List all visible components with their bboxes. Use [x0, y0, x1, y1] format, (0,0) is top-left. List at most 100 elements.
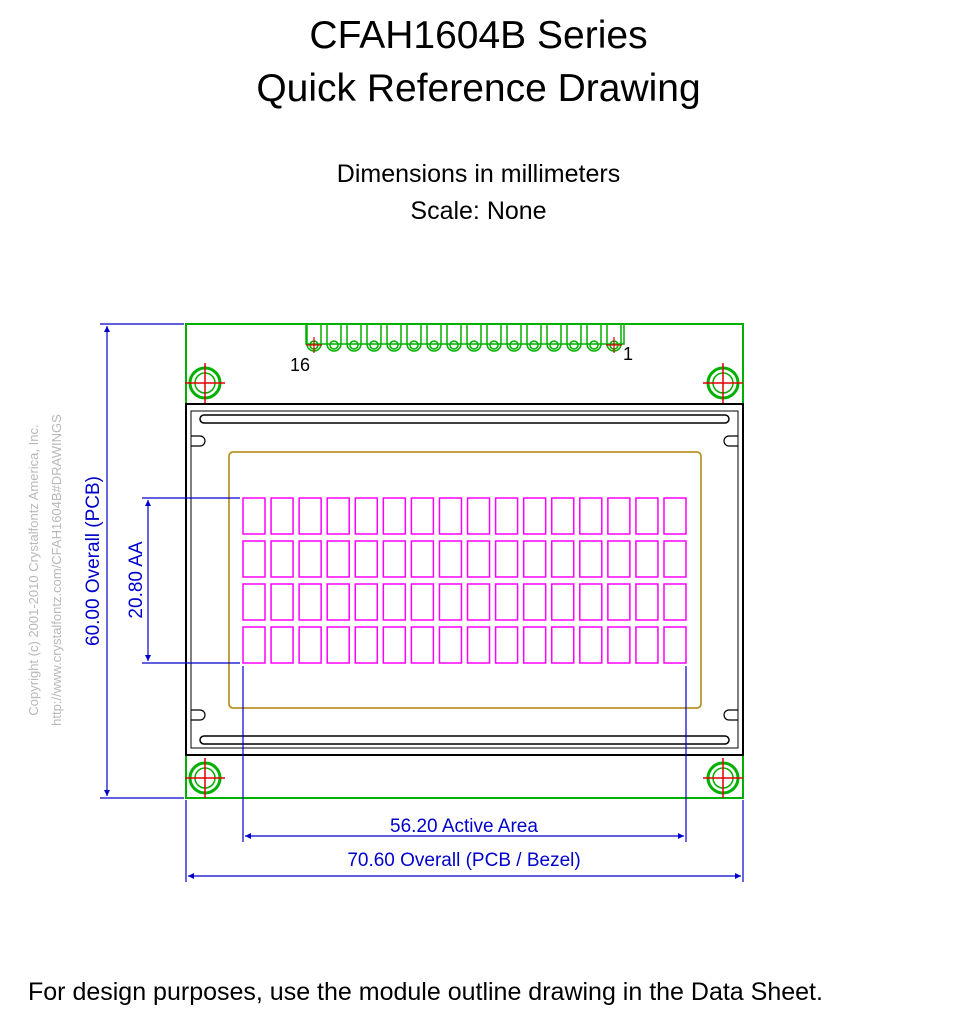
width-active-label: 56.20 Active Area — [390, 816, 538, 837]
pin-pad — [366, 324, 382, 352]
design-purposes-note: For design purposes, use the module outl… — [28, 978, 823, 1006]
pin-pad — [446, 324, 462, 352]
character-cell — [382, 626, 407, 664]
character-cell — [466, 540, 491, 578]
character-cell — [607, 540, 631, 578]
character-cell — [270, 540, 294, 578]
character-cell — [522, 626, 547, 664]
pin-pad — [346, 324, 362, 352]
character-cell — [466, 497, 491, 535]
pin-pad — [486, 324, 502, 352]
pin-pad — [386, 324, 402, 352]
bezel-top-slot — [199, 414, 730, 424]
title-line-2: Quick Reference Drawing — [256, 67, 701, 110]
character-cell — [635, 626, 659, 664]
pin-pad — [506, 324, 522, 352]
character-cell — [242, 626, 266, 664]
connector-pin — [426, 324, 442, 352]
character-cell — [438, 540, 463, 578]
pin-hole — [369, 340, 379, 350]
character-cell — [354, 497, 379, 535]
character-cell — [242, 497, 266, 535]
character-cell — [298, 583, 322, 621]
title-line-1: CFAH1604B Series — [309, 14, 648, 57]
character-cell — [494, 626, 519, 664]
connector-pin — [446, 324, 462, 352]
character-cell — [635, 583, 659, 621]
pin-pad — [526, 324, 542, 352]
character-cell — [494, 583, 519, 621]
character-cell — [438, 626, 463, 664]
character-cell — [663, 626, 687, 664]
character-cell — [466, 583, 491, 621]
bezel-inner — [190, 410, 739, 749]
connector-pin — [566, 324, 582, 352]
character-cell — [410, 540, 435, 578]
connector-pin — [386, 324, 402, 352]
character-cell — [607, 583, 631, 621]
connector-pin — [346, 324, 362, 352]
character-cell — [242, 540, 266, 578]
viewing-area — [228, 451, 702, 709]
character-cell — [410, 497, 435, 535]
height-active-label: 20.80 AA — [126, 541, 147, 618]
connector-pin — [586, 324, 602, 352]
character-cell — [579, 626, 603, 664]
pin-hole — [529, 340, 539, 350]
height-overall-dimension: 60.00 Overall (PCB) — [83, 323, 184, 799]
width-overall-dimension: 70.60 Overall (PCB / Bezel) — [185, 800, 744, 882]
bezel-bottom-slot — [199, 735, 730, 745]
pin-pad — [586, 324, 602, 352]
character-cell — [270, 583, 294, 621]
character-cell — [550, 583, 575, 621]
character-cell — [382, 497, 407, 535]
character-cell — [663, 583, 687, 621]
pin-hole — [509, 340, 519, 350]
character-cell — [438, 583, 463, 621]
units-note: Dimensions in millimeters — [336, 160, 621, 188]
pin-hole — [569, 340, 579, 350]
character-cell — [326, 540, 350, 578]
character-cell — [354, 626, 379, 664]
pin-hole — [409, 340, 419, 350]
character-cell — [579, 540, 603, 578]
pin-hole — [429, 340, 439, 350]
character-cell — [410, 626, 435, 664]
character-cell — [635, 497, 659, 535]
pin-hole — [329, 340, 339, 350]
pin-hole — [489, 340, 499, 350]
pin-hole — [389, 340, 399, 350]
pin-pad — [426, 324, 442, 352]
connector-pin — [406, 324, 422, 352]
pin-pad — [466, 324, 482, 352]
connector-pin — [466, 324, 482, 352]
character-cell — [382, 540, 407, 578]
bezel-tab-left-top — [191, 435, 206, 447]
character-cell — [579, 583, 603, 621]
character-cell — [579, 497, 603, 535]
connector-pin — [506, 324, 522, 352]
pin-hole — [349, 340, 359, 350]
scale-note: Scale: None — [410, 197, 547, 225]
pin-pad — [326, 324, 342, 352]
character-cell — [494, 497, 519, 535]
character-cell — [522, 540, 547, 578]
pin-hole — [449, 340, 459, 350]
character-cell — [354, 583, 379, 621]
character-cell — [438, 497, 463, 535]
connector-pin — [526, 324, 542, 352]
character-cell — [663, 497, 687, 535]
pin-hole — [469, 340, 479, 350]
character-cell — [242, 583, 266, 621]
copyright-line-2: http://www.crystalfontz.com/CFAH1604B#DR… — [49, 414, 64, 726]
character-cell — [494, 540, 519, 578]
mounting-hole-bottom-right — [703, 758, 743, 798]
connector-pin — [326, 324, 342, 352]
connector-pins — [306, 324, 622, 352]
connector-outline — [305, 324, 625, 345]
character-cell — [298, 497, 322, 535]
height-active-dimension: 20.80 AA — [126, 497, 240, 664]
character-cell — [550, 540, 575, 578]
character-cell — [270, 497, 294, 535]
character-cell — [326, 497, 350, 535]
